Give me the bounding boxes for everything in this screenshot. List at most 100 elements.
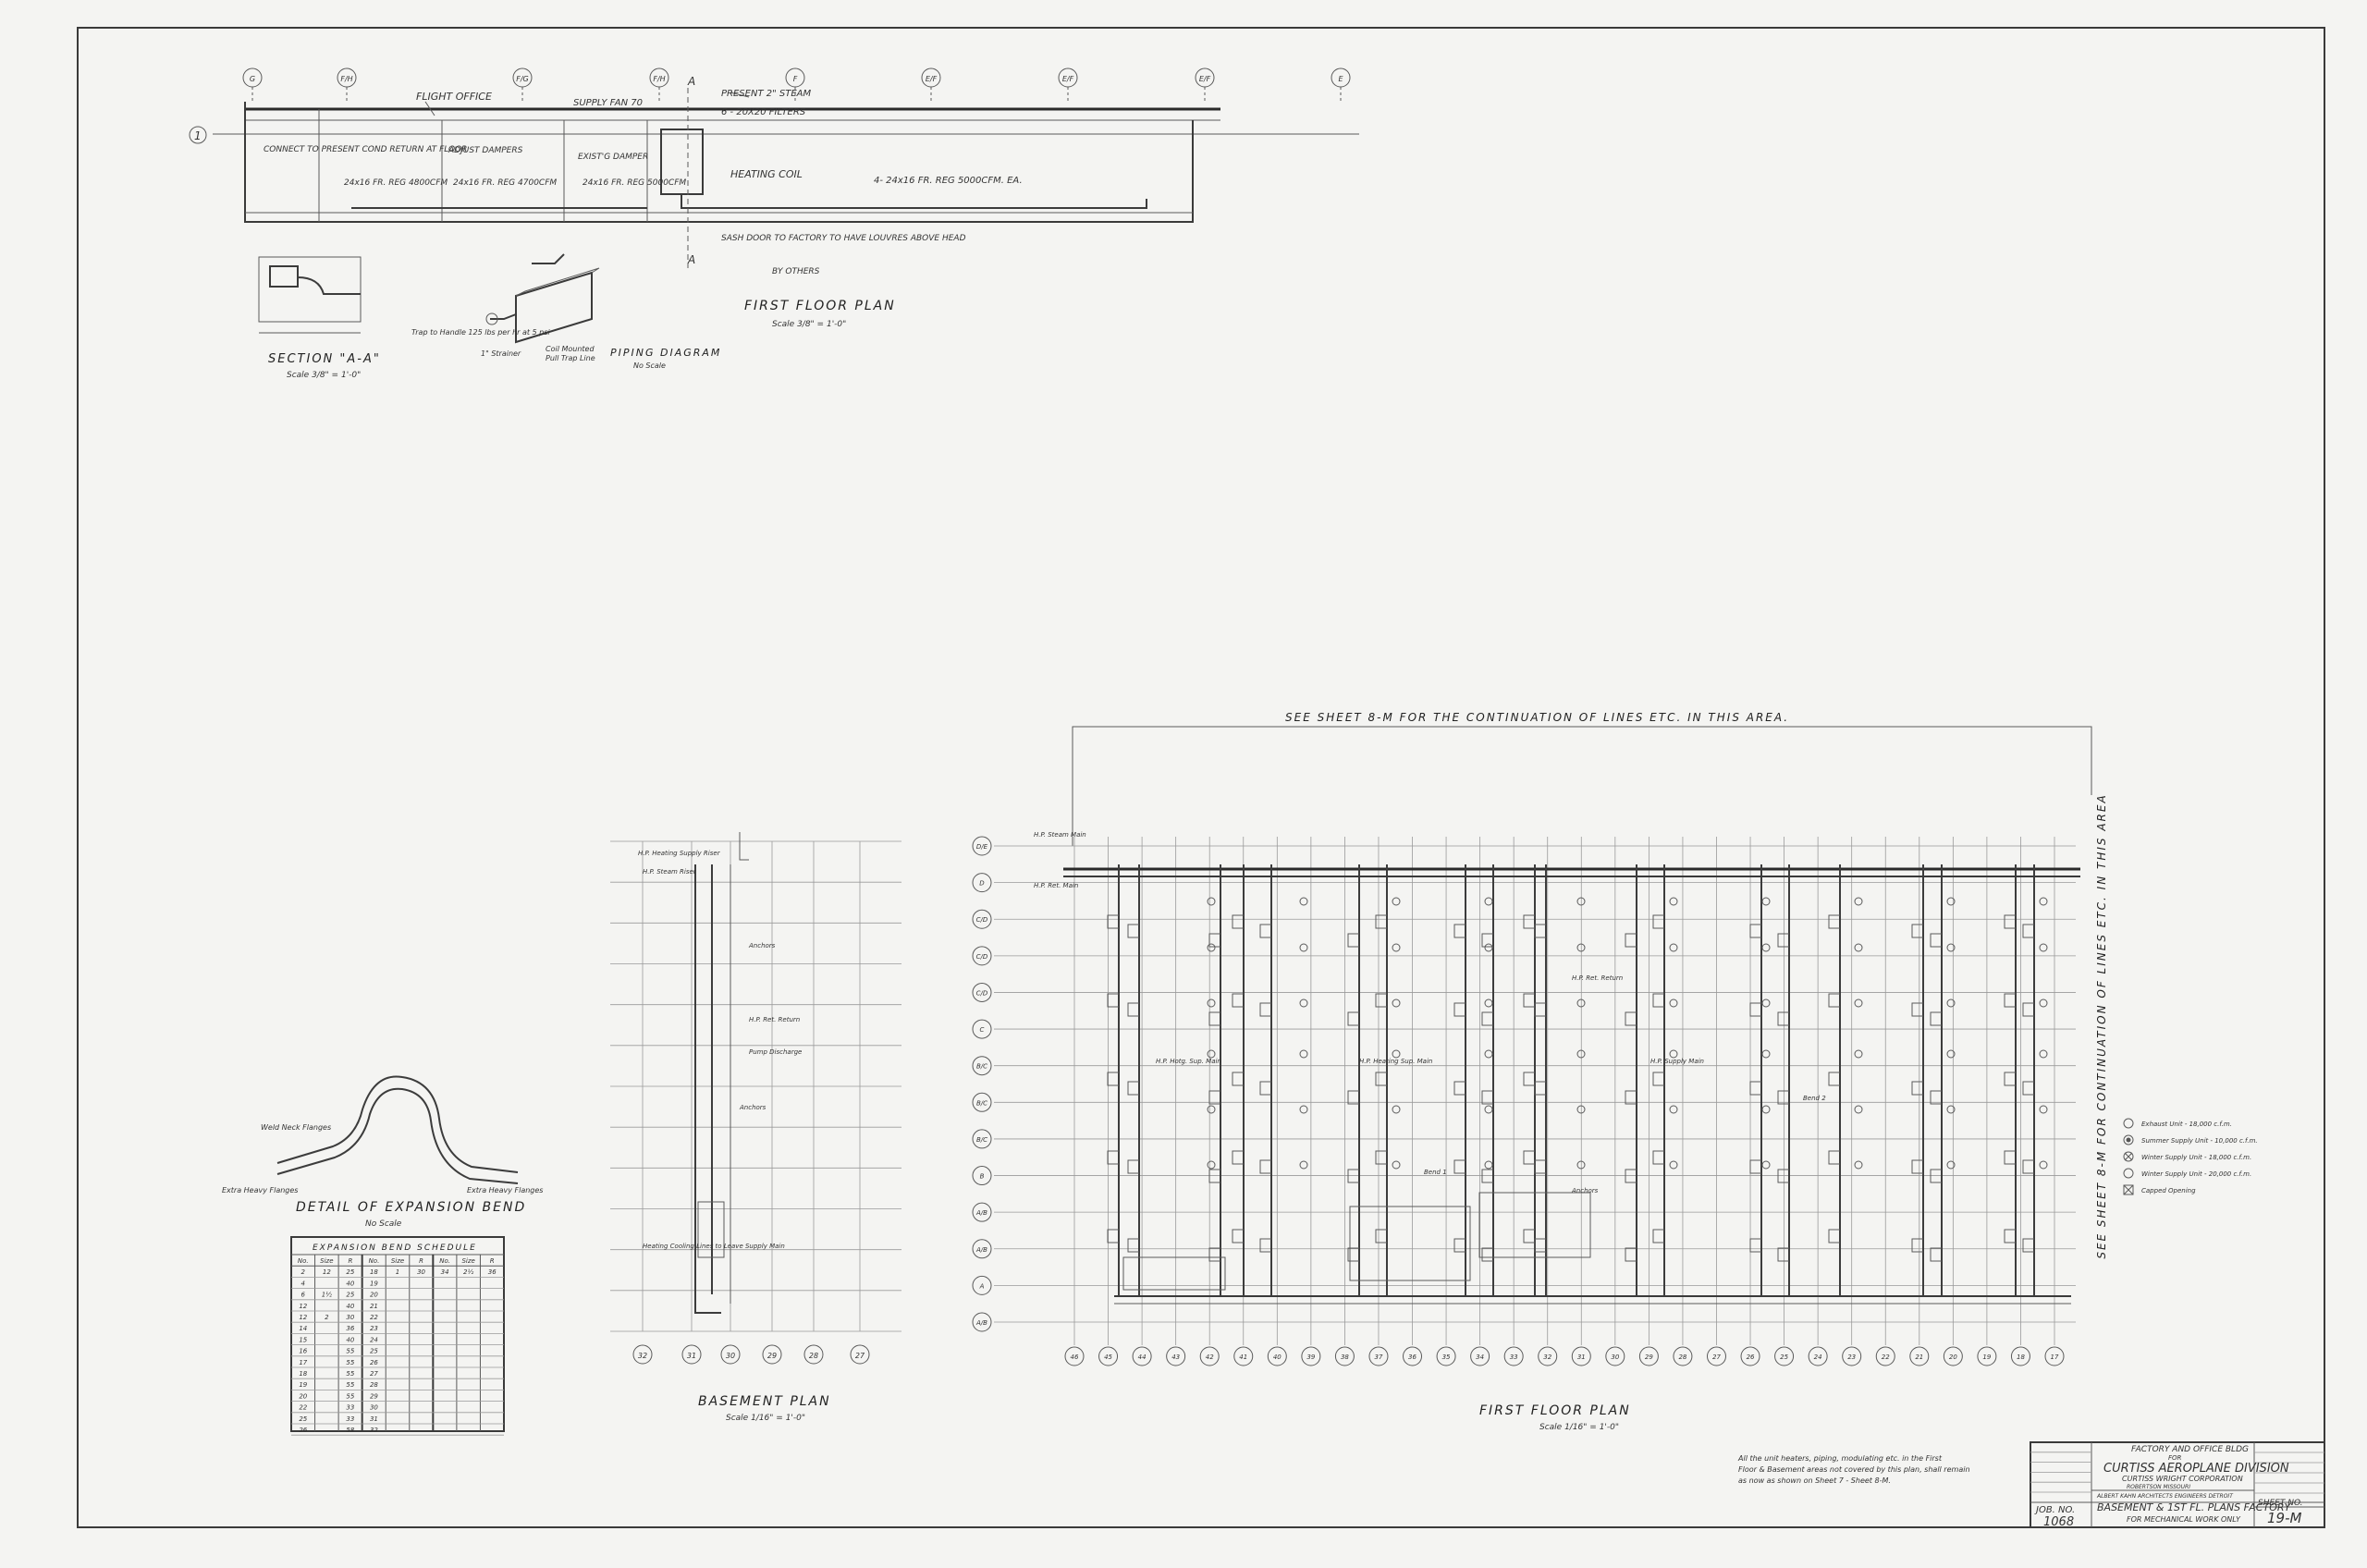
schedule-cell: 55 xyxy=(346,1392,354,1400)
column-mark: 43 xyxy=(1166,837,1186,1366)
svg-text:27: 27 xyxy=(1712,1354,1721,1361)
column-mark: 37 xyxy=(1368,837,1389,1366)
column-mark: 32 xyxy=(1538,837,1558,1366)
first-floor-plan-scale: Scale 1/16" = 1'-0" xyxy=(1539,1423,1619,1432)
schedule-cell: 55 xyxy=(346,1381,354,1389)
top-column-mark: G xyxy=(242,67,263,104)
supply-fan-label: SUPPLY FAN 70 xyxy=(573,98,643,108)
section-aa-scale: Scale 3/8" = 1'-0" xyxy=(287,371,361,380)
schedule-cell: 2 xyxy=(325,1314,329,1321)
top-plan-title: FIRST FLOOR PLAN xyxy=(744,299,896,313)
by-others-note: BY OTHERS xyxy=(772,267,820,276)
tb-job-label: JOB. NO. xyxy=(2034,1505,2075,1515)
schedule-cell: 19 xyxy=(370,1280,378,1287)
svg-text:C/D: C/D xyxy=(976,989,988,997)
basement-plan: BASEMENT PLAN Scale 1/16" = 1'-0" H.P. H… xyxy=(610,832,901,1423)
svg-text:42: 42 xyxy=(1206,1354,1214,1361)
register-2-label: 24x16 FR. REG 4700CFM xyxy=(453,178,557,188)
top-column-mark: F/H xyxy=(649,67,669,104)
column-mark: 38 xyxy=(1334,837,1355,1366)
schedule-header: Size xyxy=(320,1257,333,1265)
basement-column-mark: 32 xyxy=(632,1344,653,1365)
extra-heavy-left-label: Extra Heavy Flanges xyxy=(222,1186,298,1194)
basement-column-mark: 30 xyxy=(720,1344,741,1365)
schedule-header: R xyxy=(348,1257,352,1265)
schedule-cell: 1½ xyxy=(322,1292,332,1299)
legend-item: Summer Supply Unit - 10,000 c.f.m. xyxy=(2123,1134,2258,1145)
svg-text:32: 32 xyxy=(1543,1354,1551,1361)
filled-circle-icon xyxy=(2123,1168,2134,1179)
basement-note: Pump Discharge xyxy=(749,1048,802,1056)
basement-column-mark: 28 xyxy=(803,1344,824,1365)
schedule-cell: 55 xyxy=(346,1370,354,1378)
tb-corp: CURTISS WRIGHT CORPORATION xyxy=(2122,1475,2243,1483)
tb-sheet-no: 19-M xyxy=(2267,1510,2301,1526)
riser-line xyxy=(1232,864,1245,1296)
schedule-cell: 36 xyxy=(346,1325,354,1332)
tb-drawing-title: BASEMENT & 1ST FL. PLANS FACTORY xyxy=(2097,1501,2292,1513)
hatched-circle-icon xyxy=(2123,1134,2134,1145)
register-1-label: 24x16 FR. REG 4800CFM xyxy=(344,178,448,188)
riser-line xyxy=(1127,864,1140,1296)
square-x-icon xyxy=(2123,1184,2134,1195)
schedule-cell: 18 xyxy=(370,1268,378,1276)
riser-line xyxy=(1347,864,1360,1296)
schedule-cell: 6 xyxy=(301,1292,306,1299)
svg-text:28: 28 xyxy=(1678,1354,1686,1361)
general-note-text: All the unit heaters, piping, modulating… xyxy=(1737,1454,1972,1485)
riser-line xyxy=(1652,864,1665,1296)
svg-text:44: 44 xyxy=(1138,1354,1147,1361)
svg-text:46: 46 xyxy=(1071,1354,1079,1361)
row-mark: B xyxy=(972,1166,2076,1186)
svg-text:B/C: B/C xyxy=(976,1063,987,1071)
svg-text:E: E xyxy=(1338,75,1343,83)
basement-note: H.P. Heating Supply Riser xyxy=(638,850,721,857)
filters-label: 6 - 20X20 FILTERS xyxy=(721,107,806,117)
top-continuation-note: SEE SHEET 8-M FOR THE CONTINUATION OF LI… xyxy=(1285,711,1789,724)
schedule-cell: 12 xyxy=(323,1268,331,1276)
riser-line xyxy=(1107,864,1120,1296)
top-column-mark: E/F xyxy=(921,67,941,104)
svg-text:G: G xyxy=(250,75,255,83)
schedule-header: No. xyxy=(298,1257,309,1265)
svg-text:A/B: A/B xyxy=(975,1246,987,1254)
column-mark: 27 xyxy=(1706,837,1726,1366)
legend: Exhaust Unit - 18,000 c.f.m.Summer Suppl… xyxy=(2123,1118,2258,1195)
piping-note-1: Trap to Handle 125 lbs per hr at 5 psi xyxy=(411,328,550,337)
schedule-cell: 33 xyxy=(346,1404,354,1412)
tb-subtitle: FOR MECHANICAL WORK ONLY xyxy=(2127,1515,2241,1524)
existing-damper-label: EXIST'G DAMPER xyxy=(578,153,648,162)
svg-text:18: 18 xyxy=(2017,1354,2025,1361)
riser-line xyxy=(1625,864,1637,1296)
svg-text:33: 33 xyxy=(1510,1354,1518,1361)
riser-line xyxy=(1828,864,1841,1296)
top-column-mark: F/G xyxy=(512,67,533,104)
svg-text:F/H: F/H xyxy=(653,75,665,83)
section-aa-title: SECTION "A-A" xyxy=(268,352,381,366)
svg-text:45: 45 xyxy=(1104,1354,1112,1361)
row-mark: B/C xyxy=(972,1092,2076,1112)
riser-line xyxy=(1453,864,1466,1296)
column-mark: 24 xyxy=(1808,837,1828,1366)
riser-line xyxy=(1534,864,1547,1296)
schedule-cell: 12 xyxy=(299,1303,307,1310)
first-floor-plan: SEE SHEET 8-M FOR THE CONTINUATION OF LI… xyxy=(972,711,2108,1432)
column-mark: 29 xyxy=(1638,837,1659,1366)
row-mark: 1 xyxy=(194,129,202,142)
svg-text:C/D: C/D xyxy=(976,953,988,961)
riser-line xyxy=(2004,864,2017,1296)
flight-office-label: FLIGHT OFFICE xyxy=(416,91,492,103)
pipe-label: H.P. Heating Sup. Main xyxy=(1359,1058,1432,1065)
section-aa: SECTION "A-A" Scale 3/8" = 1'-0" xyxy=(258,256,381,380)
cross-circle-icon xyxy=(2123,1151,2134,1162)
riser-line xyxy=(1208,864,1221,1296)
schedule-cell: 33 xyxy=(346,1415,354,1423)
section-mark-bottom: A xyxy=(687,253,695,266)
tb-job-no: 1068 xyxy=(2043,1515,2074,1529)
pipe-label: H.P. Steam Main xyxy=(1034,831,1086,839)
schedule-cell: 30 xyxy=(370,1404,378,1412)
top-column-mark: E/F xyxy=(1058,67,1078,104)
